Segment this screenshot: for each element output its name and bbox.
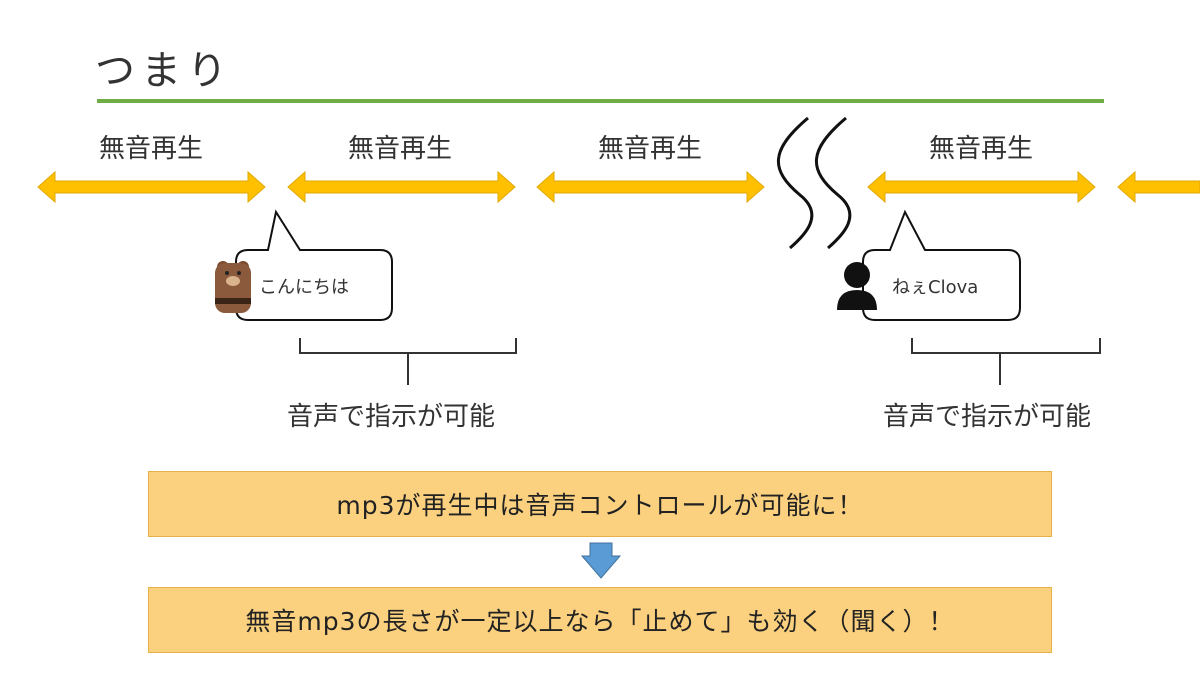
segment-label-2: 無音再生: [347, 134, 452, 164]
speech-bubble-right: [862, 209, 1021, 321]
bear-icon: [215, 261, 251, 313]
speech-bubble-left: [235, 209, 393, 321]
break-marks: [776, 116, 852, 250]
caption-left: 音声で指示が可能: [287, 402, 496, 432]
callout-box-top: mp3が再生中は音声コントロールが可能に！: [148, 471, 1052, 537]
caption-right: 音声で指示が可能: [883, 402, 1092, 432]
double-arrow-1: [37, 170, 266, 204]
segment-label-4: 無音再生: [928, 134, 1033, 164]
segment-label-3: 無音再生: [597, 134, 702, 164]
callout-box-bottom: 無音mp3の長さが一定以上なら「止めて」も効く（聞く）！: [148, 587, 1052, 653]
brace-left: [299, 338, 517, 385]
double-arrow-2: [287, 170, 516, 204]
person-icon: [837, 262, 877, 310]
down-arrow: [580, 542, 622, 579]
slide-title: つまり: [95, 48, 233, 94]
double-arrow-4: [867, 170, 1096, 204]
segment-label-1: 無音再生: [98, 134, 203, 164]
bubble-text-right: ねぇClova: [892, 277, 979, 298]
arrow-partial-5: [1117, 170, 1200, 204]
bubble-text-left: こんにちは: [259, 277, 349, 298]
double-arrow-3: [536, 170, 765, 204]
brace-right: [911, 338, 1101, 385]
title-underline: [97, 99, 1104, 103]
